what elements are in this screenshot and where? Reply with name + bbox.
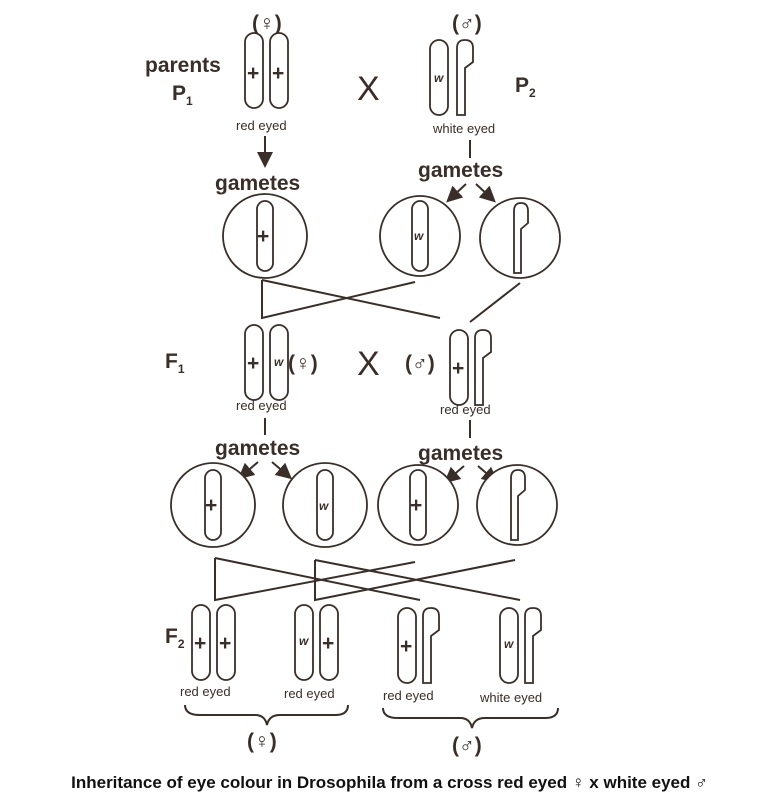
female-symbol: (♀) — [247, 730, 277, 753]
allele-plus: + — [257, 225, 269, 248]
allele-plus: + — [272, 62, 284, 85]
p2-label: P2 — [515, 74, 536, 100]
gametes-label: gametes — [215, 172, 300, 195]
phenotype-label: red eyed — [284, 686, 335, 701]
allele-w: w — [299, 634, 309, 648]
f1-label: F1 — [165, 350, 185, 376]
allele-plus: + — [410, 494, 422, 517]
allele-w: w — [274, 355, 284, 369]
f2-label: F2 — [165, 625, 185, 651]
female-symbol: (♀) — [288, 352, 318, 375]
p1-label: P1 — [172, 82, 193, 108]
gametes-label: gametes — [418, 442, 503, 465]
male-symbol: (♂) — [405, 352, 435, 375]
male-symbol: (♂) — [452, 12, 482, 35]
gametes-label: gametes — [215, 437, 300, 460]
allele-plus: + — [219, 632, 231, 655]
allele-w: w — [414, 229, 424, 243]
phenotype-label: red eyed — [236, 398, 287, 413]
allele-w: w — [434, 71, 444, 85]
phenotype-label: red eyed — [236, 118, 287, 133]
phenotype-label: white eyed — [432, 121, 495, 136]
inheritance-diagram: (♀) parents P1 + + red eyed X (♂) w P2 w… — [145, 12, 561, 757]
phenotype-label: red eyed — [383, 688, 434, 703]
phenotype-label: red eyed — [180, 684, 231, 699]
allele-plus: + — [322, 632, 334, 655]
allele-plus: + — [194, 632, 206, 655]
allele-plus: + — [452, 357, 464, 380]
female-symbol: (♀) — [252, 12, 282, 35]
gametes-label: gametes — [418, 159, 503, 182]
allele-plus: + — [205, 494, 217, 517]
phenotype-label: red eyed — [440, 402, 491, 417]
allele-plus: + — [247, 352, 259, 375]
cross-symbol: X — [357, 345, 380, 383]
cross-symbol: X — [357, 70, 380, 108]
male-symbol: (♂) — [452, 734, 482, 757]
allele-plus: + — [247, 62, 259, 85]
y-chromosome — [456, 39, 474, 116]
parents-label: parents — [145, 54, 221, 77]
figure-caption: Inheritance of eye colour in Drosophila … — [71, 773, 708, 792]
allele-plus: + — [400, 635, 412, 658]
allele-w: w — [504, 637, 514, 651]
allele-w: w — [319, 499, 329, 513]
phenotype-label: white eyed — [479, 690, 542, 705]
